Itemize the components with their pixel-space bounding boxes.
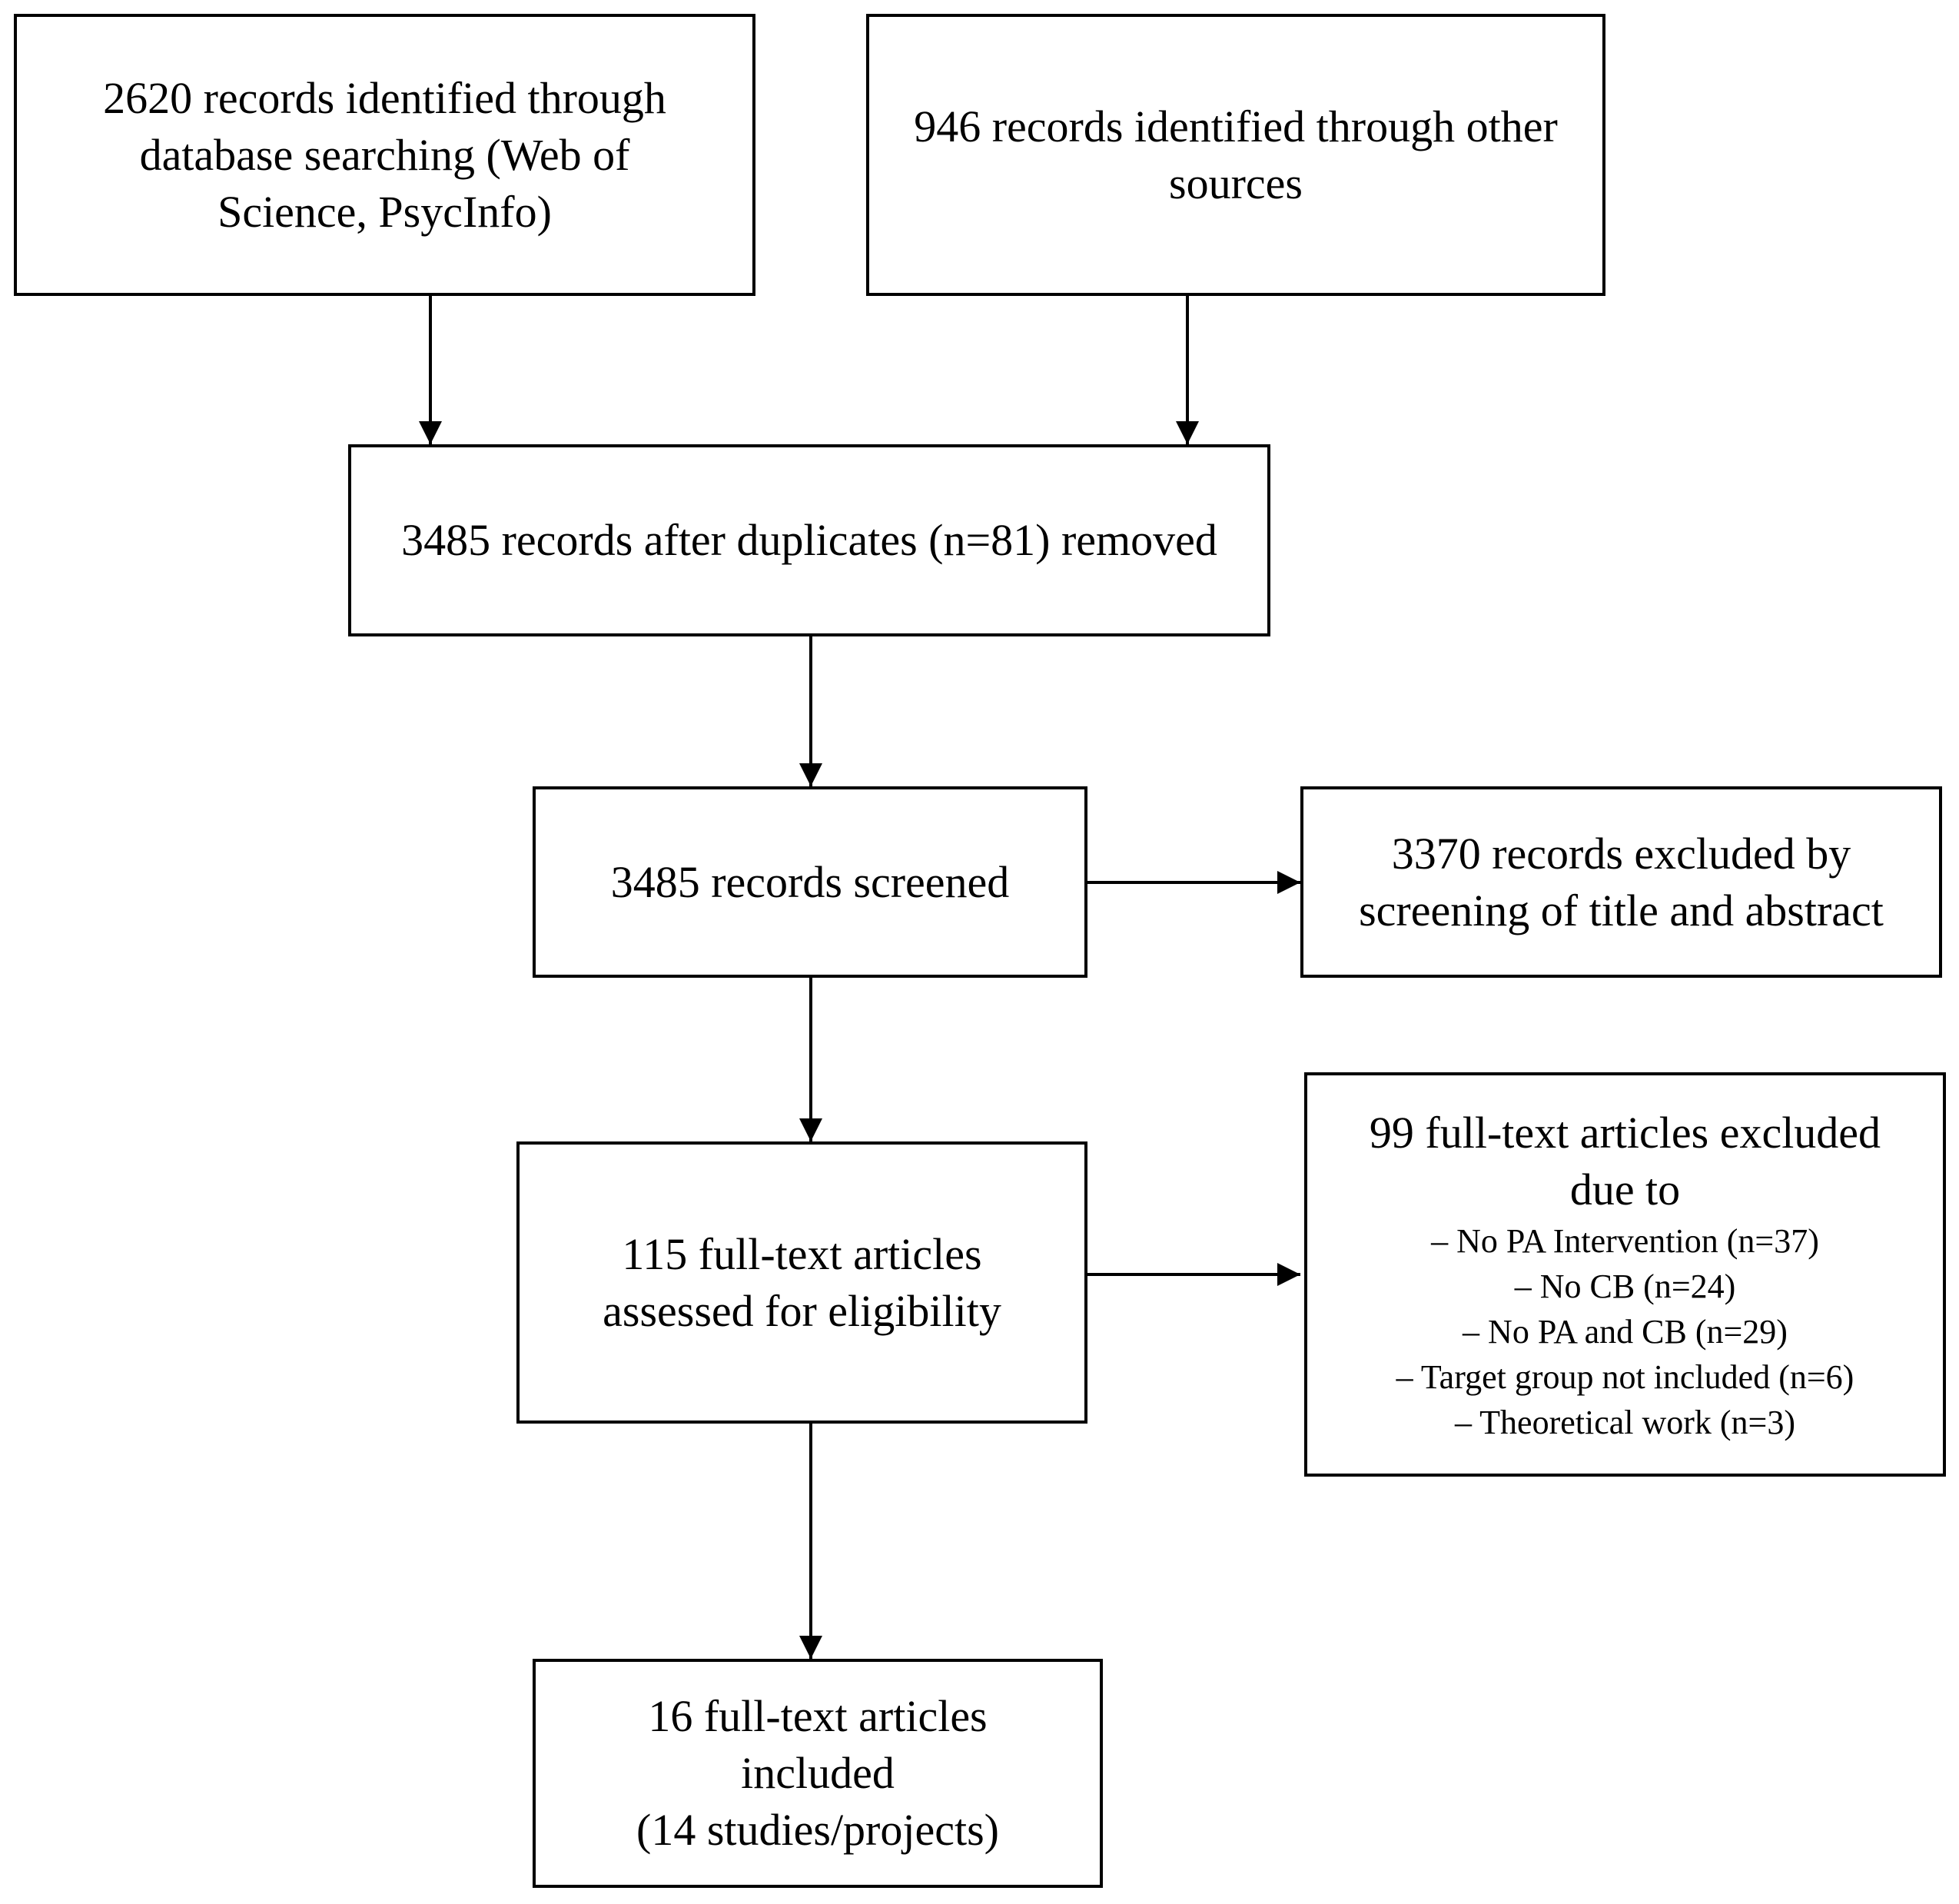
box-text-line: 3485 records after duplicates (n=81) rem…	[401, 515, 1217, 565]
box-text-line: assessed for eligibility	[603, 1285, 1001, 1336]
box-text-line: database searching (Web of	[139, 129, 630, 180]
fulltext-assessed-box: 115 full-text articles assessed for elig…	[516, 1141, 1087, 1424]
exclusion-reason: – No PA Intervention (n=37)	[1431, 1221, 1819, 1260]
box-text-line: included	[741, 1748, 895, 1798]
exclusion-reason: – No CB (n=24)	[1514, 1267, 1736, 1305]
box-text-line: 3485 records screened	[610, 856, 1010, 907]
records-identified-database-box: 2620 records identified through database…	[14, 14, 755, 296]
fulltext-excluded-box: 99 full-text articles excluded due to – …	[1304, 1072, 1946, 1477]
excluded-heading-line: due to	[1569, 1164, 1681, 1215]
exclusion-reason: – No PA and CB (n=29)	[1463, 1312, 1788, 1351]
exclusion-reason: – Target group not included (n=6)	[1396, 1357, 1854, 1396]
box-text-line: 2620 records identified through	[103, 72, 666, 123]
box-text-line: 115 full-text articles	[622, 1228, 982, 1279]
records-excluded-screening-box: 3370 records excluded by screening of ti…	[1300, 786, 1942, 978]
box-text-line: Science, PsycInfo)	[217, 186, 552, 237]
records-after-duplicates-box: 3485 records after duplicates (n=81) rem…	[348, 444, 1270, 636]
records-identified-other-box: 946 records identified through other sou…	[866, 14, 1605, 296]
records-screened-box: 3485 records screened	[533, 786, 1087, 978]
exclusion-reason: – Theoretical work (n=3)	[1454, 1403, 1796, 1441]
box-text-line: 946 records identified through other	[914, 101, 1558, 151]
box-text-line: (14 studies/projects)	[636, 1805, 999, 1855]
box-text-line: screening of title and abstract	[1359, 885, 1884, 935]
box-text-line: 16 full-text articles	[648, 1691, 988, 1741]
box-text-line: sources	[1169, 158, 1303, 208]
excluded-heading-line: 99 full-text articles excluded	[1369, 1107, 1881, 1158]
box-text-line: 3370 records excluded by	[1391, 828, 1851, 879]
fulltext-included-box: 16 full-text articles included (14 studi…	[533, 1659, 1103, 1888]
